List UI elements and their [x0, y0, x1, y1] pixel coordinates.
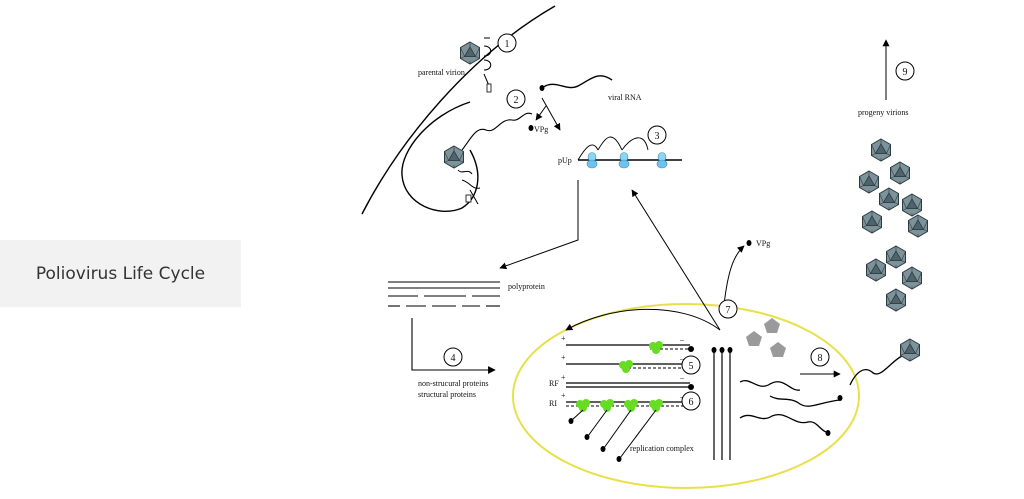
translation-group: pUp	[558, 136, 682, 169]
vpg-right-label: VPg	[756, 239, 770, 248]
step-7-marker: 7	[718, 299, 738, 319]
step-1-marker: 1	[497, 33, 517, 53]
assembled-virion-icon	[900, 338, 920, 362]
pentamer-icon	[746, 331, 762, 346]
step-number: 3	[655, 131, 660, 142]
virion-icon	[908, 214, 928, 238]
non-structural-label: non-strucural proteins	[418, 379, 488, 388]
uncoating-group: VPg	[444, 112, 548, 205]
arrow-recycle-replication	[565, 308, 721, 331]
minus-strand-marker: –	[679, 373, 685, 382]
replication-complex-label: replication complex	[630, 444, 694, 453]
step-5-marker: 5	[681, 355, 701, 375]
plus-strand-marker: +	[561, 353, 566, 362]
step-9-marker: 9	[895, 61, 915, 81]
vpg-top-label: VPg	[534, 125, 548, 134]
progeny-virions-label: progeny virions	[858, 108, 908, 117]
step-number: 5	[689, 361, 694, 372]
minus-strand-marker: –	[679, 392, 685, 401]
step-number: 6	[689, 397, 694, 408]
step-4-marker: 4	[443, 347, 463, 367]
released-plus-strands	[711, 347, 733, 460]
minus-strand-marker: –	[679, 354, 685, 363]
vpg-dot	[528, 125, 534, 131]
step-number: 1	[505, 39, 510, 50]
plus-strand-marker: +	[561, 373, 566, 382]
virion-icon	[862, 210, 882, 234]
replication-strands: + – + – RF + – RI + –	[549, 334, 694, 462]
arrow-to-translation	[631, 189, 721, 331]
virion-icon	[902, 266, 922, 290]
rf-label: RF	[549, 379, 559, 388]
vpg-dot	[746, 240, 752, 246]
step-markers: 1 2 3 4 5 6 7 8	[443, 33, 915, 411]
step-number: 8	[818, 353, 823, 364]
step-number: 2	[514, 95, 519, 106]
polymerase-icon	[649, 341, 663, 354]
virion-icon	[871, 138, 891, 162]
receptor-icon	[483, 37, 492, 89]
step-number: 7	[726, 305, 731, 316]
viral-rna-group: viral RNA	[535, 75, 642, 131]
step-8-marker: 8	[810, 347, 830, 367]
virion-in-endosome-icon	[444, 145, 464, 169]
ri-label: RI	[549, 399, 557, 408]
virion-icon	[866, 258, 886, 282]
virion-icon	[890, 161, 910, 185]
virion-icon	[886, 288, 906, 312]
title-box: Poliovirus Life Cycle	[0, 240, 241, 307]
polymerase-icon	[619, 360, 633, 373]
arrow-to-polyprotein	[499, 180, 579, 270]
virion-icon	[886, 245, 906, 269]
step-2-marker: 2	[506, 89, 526, 109]
virion-icon	[879, 187, 899, 211]
virion-icon	[902, 193, 922, 217]
arrow-vpg-release	[723, 245, 745, 306]
polyprotein-label: polyprotein	[508, 282, 545, 291]
pentamers	[746, 318, 786, 357]
cell-membrane	[361, 5, 556, 215]
polyprotein-group	[388, 281, 500, 307]
minus-strand-marker: –	[679, 335, 685, 344]
replication-complex-membrane	[512, 303, 860, 489]
step-3-marker: 3	[647, 125, 667, 145]
arrow-to-proteins	[411, 318, 496, 374]
free-rna-strands	[739, 380, 841, 433]
released-rna	[461, 112, 533, 151]
plus-strand-marker: +	[561, 334, 566, 343]
step-number: 4	[451, 353, 456, 364]
virion-icon	[859, 170, 879, 194]
pup-label: pUp	[558, 156, 572, 165]
pentamer-icon	[764, 318, 780, 333]
pentamer-icon	[770, 342, 786, 357]
step-6-marker: 6	[681, 391, 701, 411]
viral-rna-label: viral RNA	[608, 93, 642, 102]
plus-strand-marker: +	[561, 391, 566, 400]
progeny-virions	[859, 138, 928, 312]
step-number: 9	[903, 67, 908, 78]
structural-label: structural proteins	[418, 390, 476, 399]
page-title: Poliovirus Life Cycle	[35, 263, 206, 284]
parental-virion-icon	[460, 41, 480, 65]
parental-virion-group: parental virion	[418, 37, 492, 93]
parental-virion-label: parental virion	[418, 68, 465, 77]
